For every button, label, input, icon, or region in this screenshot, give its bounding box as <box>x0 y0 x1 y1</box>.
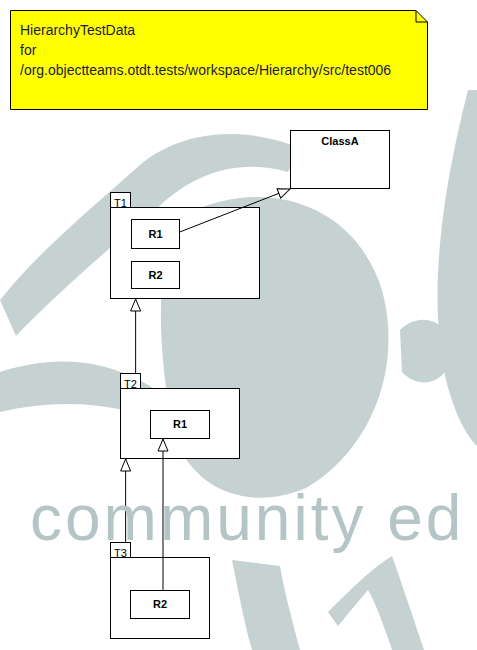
team-name: T1 <box>114 197 127 209</box>
role-box: R2 <box>130 590 190 619</box>
generalization-line <box>163 439 164 590</box>
class-name: ClassA <box>291 131 389 148</box>
generalization-line <box>135 299 136 373</box>
role-name: R1 <box>173 418 187 431</box>
team-tab: T1 <box>110 192 131 207</box>
mascot-hand <box>400 320 452 383</box>
role-name: R2 <box>148 269 162 282</box>
role-name: R2 <box>153 598 167 611</box>
team-box: T3R2 <box>110 557 210 639</box>
team-box: T1R1R2 <box>110 207 260 299</box>
generalization-line <box>180 189 290 232</box>
role-box: R1 <box>131 219 180 249</box>
watermark-text: community ed <box>30 486 464 550</box>
team-name: T2 <box>124 378 137 390</box>
role-box: R1 <box>150 410 210 439</box>
note-text: HierarchyTestData for /org.objectteams.o… <box>20 20 150 80</box>
team-box: T2R1 <box>120 388 240 459</box>
note-fold <box>416 11 428 23</box>
mascot-arm <box>437 90 477 446</box>
class-box: ClassA <box>290 130 390 189</box>
note-shape <box>11 11 428 110</box>
generalization-line <box>125 459 126 542</box>
role-box: R2 <box>131 261 180 289</box>
team-tab: T2 <box>120 373 141 388</box>
note-box: HierarchyTestData for /org.objectteams.o… <box>10 10 428 110</box>
mascot-leg <box>232 560 300 650</box>
role-name: R1 <box>148 228 162 241</box>
mascot-tail <box>328 556 424 650</box>
